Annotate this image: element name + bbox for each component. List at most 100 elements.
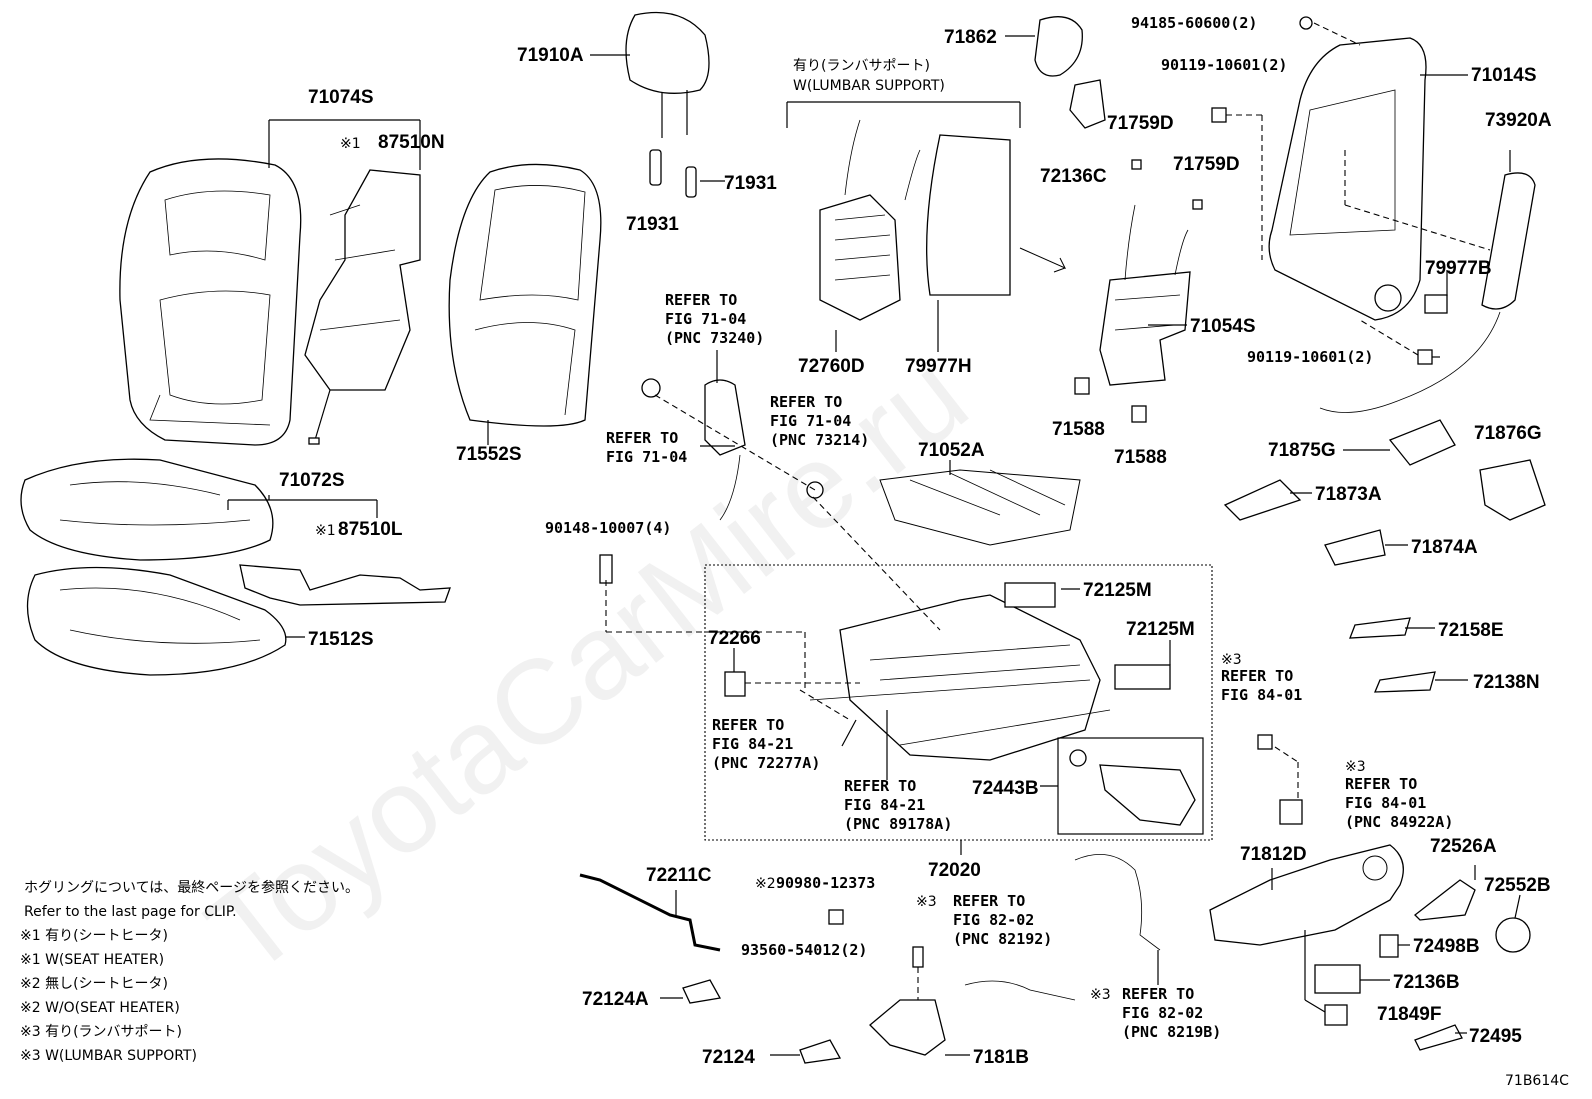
airbag-wire bbox=[1319, 311, 1501, 413]
arrow bbox=[1019, 247, 1067, 273]
label-72526A[interactable]: 72526A bbox=[1430, 836, 1497, 857]
label-72158E[interactable]: 72158E bbox=[1438, 620, 1504, 641]
label-71759D-2[interactable]: 71759D bbox=[1173, 154, 1240, 175]
72138n-drawing bbox=[1374, 671, 1436, 693]
note-marks: ※1 ※1 ※2 ※3 ※3 ※3 ※3 bbox=[315, 136, 1366, 1003]
label-72020[interactable]: 72020 bbox=[928, 860, 981, 881]
ref-r2-2[interactable]: FIG 71-04 bbox=[606, 448, 687, 466]
ref-r3-1[interactable]: REFER TO bbox=[770, 393, 842, 411]
label-72125M-upper[interactable]: 72125M bbox=[1083, 580, 1152, 601]
label-93560-54012[interactable]: 93560-54012(2) bbox=[741, 941, 867, 959]
leader-lines bbox=[227, 35, 1521, 1056]
label-71931-left[interactable]: 71931 bbox=[626, 214, 679, 235]
7181b-drawing bbox=[869, 999, 946, 1056]
ref-r6-1[interactable]: REFER TO bbox=[1221, 667, 1293, 685]
legend-line-4: ※1 W(SEAT HEATER) bbox=[20, 952, 164, 968]
ref-r8-3[interactable]: (PNC 82192) bbox=[953, 930, 1052, 948]
label-71849F[interactable]: 71849F bbox=[1377, 1004, 1441, 1025]
label-71862[interactable]: 71862 bbox=[944, 27, 997, 48]
ref-r9-3[interactable]: (PNC 8219B) bbox=[1122, 1023, 1221, 1041]
label-72495[interactable]: 72495 bbox=[1469, 1026, 1522, 1047]
label-72125M-lower[interactable]: 72125M bbox=[1126, 619, 1195, 640]
ref-r7-1[interactable]: REFER TO bbox=[1345, 775, 1417, 793]
93560-bolt bbox=[912, 946, 924, 968]
ref-r5-2[interactable]: FIG 84-21 bbox=[844, 796, 925, 814]
label-72211C[interactable]: 72211C bbox=[646, 865, 712, 886]
label-71875G[interactable]: 71875G bbox=[1268, 440, 1336, 461]
ref-r3-2[interactable]: FIG 71-04 bbox=[770, 412, 851, 430]
71812d-knob-hole bbox=[1362, 855, 1388, 881]
label-94185-60600[interactable]: 94185-60600(2) bbox=[1131, 14, 1257, 32]
label-72760D[interactable]: 72760D bbox=[798, 356, 865, 377]
seat-cushion-cover-drawing bbox=[20, 458, 274, 561]
mark-90980: ※2 bbox=[755, 876, 776, 892]
label-87510N[interactable]: 87510N bbox=[378, 132, 445, 153]
ref-r1-2[interactable]: FIG 71-04 bbox=[665, 310, 746, 328]
label-71072S[interactable]: 71072S bbox=[279, 470, 345, 491]
ref-r5-3[interactable]: (PNC 89178A) bbox=[844, 815, 952, 833]
label-90119-10601-upper[interactable]: 90119-10601(2) bbox=[1161, 56, 1287, 74]
label-71873A[interactable]: 71873A bbox=[1315, 484, 1382, 505]
label-71876G[interactable]: 71876G bbox=[1474, 423, 1542, 444]
label-72552B[interactable]: 72552B bbox=[1484, 875, 1551, 896]
ref-r4-2[interactable]: FIG 84-21 bbox=[712, 735, 793, 753]
label-7181B[interactable]: 7181B bbox=[973, 1047, 1029, 1068]
label-71054S[interactable]: 71054S bbox=[1190, 316, 1256, 337]
mark-87510N: ※1 bbox=[340, 136, 361, 152]
ref-r3-3[interactable]: (PNC 73214) bbox=[770, 431, 869, 449]
ref-r1-1[interactable]: REFER TO bbox=[665, 291, 737, 309]
72124-drawing bbox=[799, 1039, 842, 1064]
90119-bolt-upper bbox=[1211, 107, 1227, 123]
label-90148-10007[interactable]: 90148-10007(4) bbox=[545, 519, 671, 537]
label-79977H[interactable]: 79977H bbox=[905, 356, 972, 377]
ref-r9-1[interactable]: REFER TO bbox=[1122, 985, 1194, 1003]
label-72124[interactable]: 72124 bbox=[702, 1047, 755, 1068]
lumbar-assembly-drawing bbox=[819, 119, 921, 321]
label-72266[interactable]: 72266 bbox=[708, 628, 761, 649]
72136c-drawing bbox=[1069, 79, 1106, 129]
buckle-wire bbox=[719, 454, 741, 521]
legend-line-7: ※3 有り(ランバサポート) bbox=[20, 1024, 182, 1040]
71849f-drawing bbox=[1324, 1004, 1348, 1026]
label-71588-2[interactable]: 71588 bbox=[1114, 447, 1167, 468]
label-71014S[interactable]: 71014S bbox=[1471, 65, 1537, 86]
ref-r4-3[interactable]: (PNC 72277A) bbox=[712, 754, 820, 772]
label-71588-1[interactable]: 71588 bbox=[1052, 419, 1105, 440]
ref-r1-3[interactable]: (PNC 73240) bbox=[665, 329, 764, 347]
ref-r4-1[interactable]: REFER TO bbox=[712, 716, 784, 734]
label-71812D[interactable]: 71812D bbox=[1240, 844, 1307, 865]
label-71931-right[interactable]: 71931 bbox=[724, 173, 777, 194]
label-72136C[interactable]: 72136C bbox=[1040, 166, 1107, 187]
72498b-drawing bbox=[1379, 934, 1399, 958]
ref-r8-1[interactable]: REFER TO bbox=[953, 892, 1025, 910]
73214-grommet bbox=[806, 481, 824, 499]
90119-bolt-lower bbox=[1417, 349, 1433, 365]
label-71552S[interactable]: 71552S bbox=[456, 444, 522, 465]
71875g-drawing bbox=[1388, 419, 1456, 466]
ref-r6-2[interactable]: FIG 84-01 bbox=[1221, 686, 1302, 704]
label-72498B[interactable]: 72498B bbox=[1413, 936, 1480, 957]
ref-r9-2[interactable]: FIG 82-02 bbox=[1122, 1004, 1203, 1022]
label-90119-10601-lower[interactable]: 90119-10601(2) bbox=[1247, 348, 1373, 366]
ref-r8-2[interactable]: FIG 82-02 bbox=[953, 911, 1034, 929]
72443b-cap bbox=[1069, 749, 1087, 767]
label-72124A[interactable]: 72124A bbox=[582, 989, 649, 1010]
label-71074S[interactable]: 71074S bbox=[308, 87, 374, 108]
label-71759D-1[interactable]: 71759D bbox=[1107, 113, 1174, 134]
label-72443B[interactable]: 72443B bbox=[972, 778, 1039, 799]
label-79977B[interactable]: 79977B bbox=[1425, 258, 1492, 279]
label-71874A[interactable]: 71874A bbox=[1411, 537, 1478, 558]
label-73920A[interactable]: 73920A bbox=[1485, 110, 1552, 131]
ref-r2-1[interactable]: REFER TO bbox=[606, 429, 678, 447]
ref-r7-2[interactable]: FIG 84-01 bbox=[1345, 794, 1426, 812]
label-72138N[interactable]: 72138N bbox=[1473, 672, 1540, 693]
label-71512S[interactable]: 71512S bbox=[308, 629, 374, 650]
label-71052A[interactable]: 71052A bbox=[918, 440, 985, 461]
label-87510L[interactable]: 87510L bbox=[338, 519, 403, 540]
seat-adjuster-drawing bbox=[809, 594, 1111, 761]
ref-r7-3[interactable]: (PNC 84922A) bbox=[1345, 813, 1453, 831]
ref-r5-1[interactable]: REFER TO bbox=[844, 777, 916, 795]
label-90980-12373[interactable]: 90980-12373 bbox=[776, 874, 875, 892]
label-71910A[interactable]: 71910A bbox=[517, 45, 584, 66]
label-72136B[interactable]: 72136B bbox=[1393, 972, 1460, 993]
